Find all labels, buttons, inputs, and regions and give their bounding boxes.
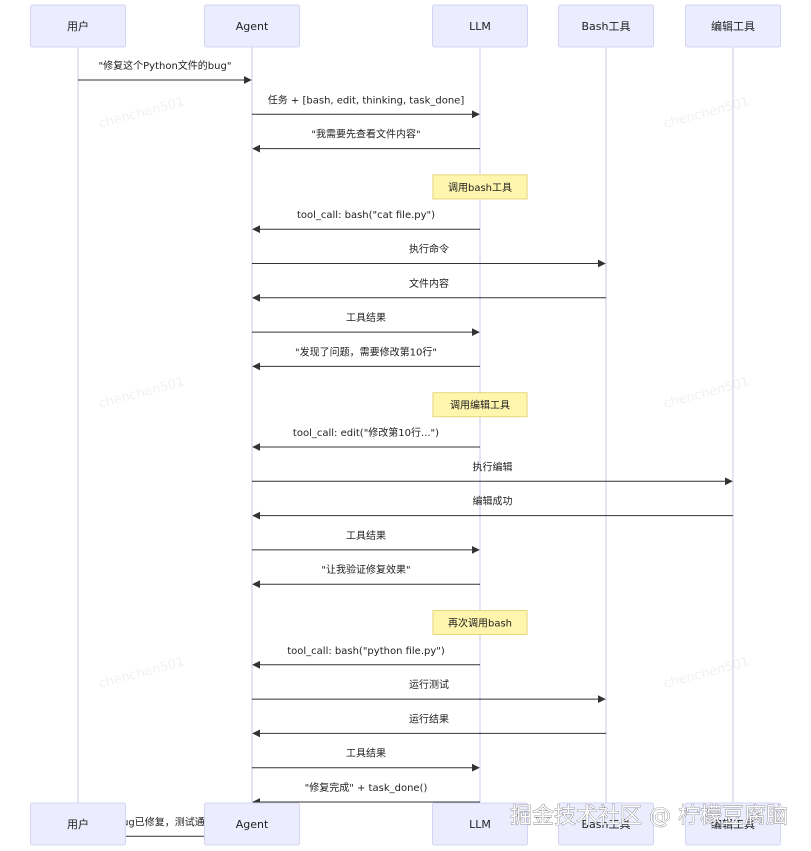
message: 工具结果	[252, 529, 480, 554]
message-label: tool_call: edit("修改第10行...")	[293, 426, 439, 439]
participant-label: Agent	[236, 20, 269, 33]
participant-edit-bottom: 编辑工具	[685, 802, 781, 846]
participant-agent-top: Agent	[204, 4, 300, 48]
brand-watermark: 掘金技术社区 @ 柠檬豆腐脑	[510, 804, 788, 829]
note-box	[432, 392, 528, 418]
messages: "修复这个Python文件的bug" 任务 + [bash, edit, thin…	[78, 59, 733, 841]
message-label: 工具结果	[346, 747, 386, 760]
message: 工具结果	[252, 747, 480, 772]
participant-label: 编辑工具	[711, 817, 755, 831]
message-label: tool_call: bash("cat file.py")	[297, 210, 435, 221]
watermark-text: chenchen501	[97, 95, 186, 132]
participant-agent-bottom: Agent	[204, 802, 300, 846]
message-label: "修复完成" + task_done()	[305, 781, 428, 794]
message-label: 工具结果	[346, 529, 386, 542]
lifelines	[77, 47, 734, 803]
message: tool_call: edit("修改第10行...")	[252, 426, 480, 451]
message-label: 编辑成功	[473, 495, 513, 508]
watermark-text: chenchen501	[97, 375, 186, 412]
watermark-text: chenchen501	[662, 655, 751, 692]
participant-label: LLM	[469, 818, 491, 831]
participant-label: 用户	[67, 817, 89, 831]
note-label: 调用编辑工具	[450, 399, 510, 412]
participant-llm-top: LLM	[432, 4, 528, 48]
message-label: 执行编辑	[473, 460, 513, 473]
participant-edit-top: 编辑工具	[685, 4, 781, 48]
message-label: 运行测试	[409, 678, 449, 691]
note-box	[432, 174, 528, 200]
participant-label: Bash工具	[582, 20, 631, 33]
participant-label: 编辑工具	[711, 19, 755, 33]
participant-box	[685, 4, 781, 48]
message-label: 工具结果	[346, 311, 386, 324]
watermark-text: chenchen501	[662, 95, 751, 132]
participant-box	[432, 4, 528, 48]
message-label: "发现了问题，需要修改第10行"	[295, 345, 437, 358]
participant-box	[204, 4, 300, 48]
participant-box	[558, 4, 654, 48]
participant-box	[204, 802, 300, 846]
message: "修复这个Python文件的bug"	[78, 59, 252, 84]
watermark-layer: chenchen501 chenchen501 chenchen501 chenche…	[97, 95, 751, 692]
message-label: "让我验证修复效果"	[321, 563, 410, 576]
message-label: 执行命令	[409, 243, 449, 256]
participant-box	[685, 802, 781, 846]
message: 文件内容	[252, 277, 606, 302]
message: 任务 + [bash, edit, thinking, task_done]	[252, 93, 480, 119]
participant-bash-top: Bash工具	[558, 4, 654, 48]
message: tool_call: bash("cat file.py")	[252, 210, 480, 234]
participant-label: Bash工具	[582, 818, 631, 831]
participant-label: 用户	[67, 19, 89, 33]
participant-label: LLM	[469, 20, 491, 33]
watermark-text: chenchen501	[662, 375, 751, 412]
message: "我需要先查看文件内容"	[252, 128, 480, 153]
message: "让我验证修复效果"	[252, 563, 480, 589]
note-label: 调用bash工具	[448, 182, 512, 194]
brand-layer: 掘金技术社区 @ 柠檬豆腐脑	[510, 804, 789, 830]
participant-label: Agent	[236, 818, 269, 831]
message: 执行编辑	[252, 460, 733, 486]
note: 再次调用bash	[432, 610, 528, 635]
message: 执行命令	[252, 243, 606, 268]
message-label: 文件内容	[409, 277, 449, 290]
message: 运行结果	[252, 712, 606, 738]
participant-user-bottom: 用户	[30, 802, 126, 846]
participant-box	[30, 802, 126, 846]
participant-box	[30, 4, 126, 48]
note: 调用编辑工具	[432, 392, 528, 418]
participant-box	[558, 802, 654, 846]
message-label: 任务 + [bash, edit, thinking, task_done]	[268, 93, 465, 106]
message-label: "修复这个Python文件的bug"	[99, 59, 232, 72]
message: "发现了问题，需要修改第10行"	[252, 345, 480, 371]
message-label: tool_call: bash("python file.py")	[287, 646, 445, 657]
watermark-text: chenchen501	[97, 655, 186, 692]
message: 运行测试	[252, 678, 606, 704]
message: 工具结果	[252, 311, 480, 337]
message-label: "我需要先查看文件内容"	[311, 128, 420, 141]
message: "修复完成" + task_done()	[252, 781, 480, 806]
participant-bash-bottom: Bash工具	[558, 802, 654, 846]
participant-llm-bottom: LLM	[432, 802, 528, 846]
message-label: "Bug已修复，测试通过"	[111, 815, 220, 828]
message-label: 运行结果	[409, 712, 449, 725]
message: tool_call: bash("python file.py")	[252, 646, 480, 669]
participant-box	[432, 802, 528, 846]
note: 调用bash工具	[432, 174, 528, 200]
note-box	[432, 610, 528, 635]
participant-user-top: 用户	[30, 4, 126, 48]
note-label: 再次调用bash	[448, 617, 512, 630]
message: 编辑成功	[252, 495, 733, 520]
